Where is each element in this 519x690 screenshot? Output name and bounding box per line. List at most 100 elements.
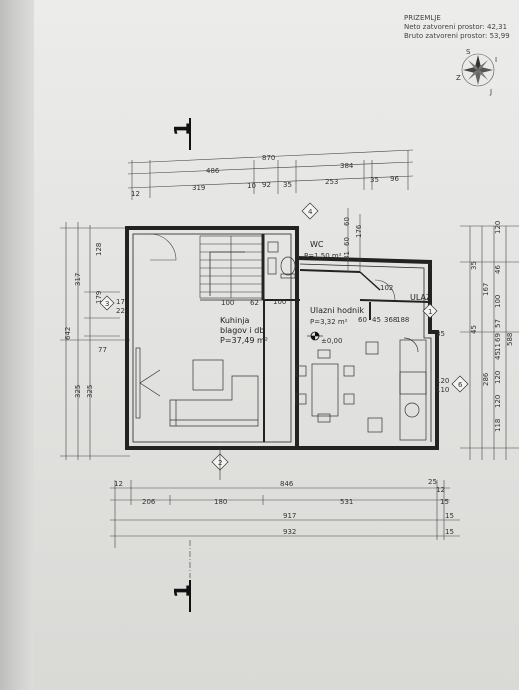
dim-door-w: 179 [116, 298, 129, 306]
dim-right-total-1: 588 [506, 333, 514, 346]
wc-dim-0: 176 [355, 224, 363, 238]
dim-bottom-total1: 917 [283, 512, 296, 520]
dim-top-chain-7: 96 [390, 175, 399, 183]
dim-right-1: 35 [470, 261, 478, 270]
dim-top-chain-2: 10 [247, 182, 256, 190]
wc-dim-3: 81 [343, 251, 351, 260]
dim-bottom-chain1-3: 12 [436, 486, 445, 494]
svg-text:6: 6 [458, 381, 463, 389]
dim-inner-102: 102 [380, 284, 393, 292]
dim-inner-120: 120 [436, 377, 449, 385]
dim-bottom-chain2-2: 531 [340, 498, 353, 506]
dim-top-right: 384 [340, 162, 354, 170]
bruto-area: Bruto zatvoreni prostor: 53,99 [404, 32, 510, 40]
dim-left-small-1: 179 [95, 291, 103, 304]
bottom-dimension-lines [110, 480, 460, 548]
dim-small-2: 368 [384, 316, 397, 324]
dim-top-chain-4: 35 [283, 181, 292, 189]
section-mark-bottom: 1 [170, 540, 194, 612]
dim-right-10: 120 [494, 371, 502, 384]
dim-left-c: 325 [86, 385, 94, 398]
wc-area: P=1,50 m² [304, 252, 342, 260]
window-tag-kitchen: 6 [451, 375, 469, 393]
entry-name: ULAZ [410, 293, 432, 302]
dim-small-1: 45 [372, 316, 381, 324]
dim-right-4: 100 [494, 295, 502, 308]
dim-top-chain-0: 12 [131, 190, 140, 198]
hall-name: Ulazni hodnik [310, 306, 364, 315]
dim-right-7: 45 [494, 351, 502, 360]
wc-dim-1: 60 [343, 217, 351, 226]
window-tag-entry: 1 [422, 303, 438, 319]
dim-inner-100a: 100 [221, 299, 234, 307]
dim-right-11: 120 [494, 395, 502, 408]
compass-letter-z: Z [456, 74, 461, 82]
dim-right-8: 46 [494, 265, 502, 274]
svg-text:1: 1 [428, 308, 432, 316]
compass-letter-s: S [466, 48, 471, 56]
dim-bottom-chain2-3: 15 [440, 498, 449, 506]
dim-top-left: 486 [206, 167, 220, 175]
wc-name: WC [310, 240, 324, 249]
wc-dim-2: 60 [343, 237, 351, 246]
dim-inner-62: 62 [250, 299, 259, 307]
svg-text:4: 4 [308, 208, 313, 216]
dim-inner-60: 60 [358, 316, 367, 324]
dim-right-12: 118 [494, 419, 502, 432]
dim-bottom-chain1-1: 846 [280, 480, 294, 488]
dim-left-small-2: 77 [98, 346, 107, 354]
door-swing-entry [374, 279, 396, 301]
dim-top-chain-3: 92 [262, 181, 271, 189]
dim-small-0: 35 [436, 330, 445, 338]
dim-bottom-total2: 932 [283, 528, 296, 536]
dim-bottom-right-15b: 15 [445, 528, 454, 536]
svg-text:±0,00: ±0,00 [321, 337, 342, 345]
window-tag-wc: 4 [301, 202, 319, 220]
dim-top-chain-1: 319 [192, 184, 205, 192]
furniture-living [135, 347, 259, 427]
svg-text:1: 1 [170, 584, 194, 598]
dim-bottom-chain1-0: 12 [114, 480, 123, 488]
neto-area: Neto zatvoreni prostor: 42,31 [404, 23, 508, 31]
top-dimension-lines [127, 149, 414, 200]
dim-right-2: 45 [470, 325, 478, 334]
kitchen-name: Kuhinja [220, 316, 250, 325]
window-tag-left: 3 [99, 295, 115, 311]
door-swing-kitchen [149, 233, 177, 261]
kitchen-area: P=37,49 m² [220, 336, 268, 345]
compass-letter-i: I [495, 56, 497, 64]
kitchen-counter [365, 337, 427, 441]
right-dimension-lines [460, 225, 519, 460]
dim-top-chain-5: 253 [325, 178, 338, 186]
dim-right-total-0: 286 [482, 372, 490, 386]
compass-rose-icon: S J Z I [456, 48, 497, 96]
dim-right-0: 120 [494, 221, 502, 234]
dim-bottom-right-15a: 15 [445, 512, 454, 520]
dim-inner-100b: 100 [273, 298, 286, 306]
dim-inner-110: 110 [436, 386, 449, 394]
level-marker: ±0,00 [307, 331, 342, 345]
hall-area: P=3,32 m² [310, 318, 348, 326]
compass-letter-j: J [489, 88, 492, 96]
dim-right-3: 167 [482, 283, 490, 296]
wc-fixtures [267, 241, 296, 279]
kitchen-use: blagov i db [220, 326, 264, 335]
dim-left-a: 317 [74, 273, 82, 286]
section-mark-top: 1 [170, 118, 194, 150]
left-dimension-lines [60, 222, 130, 460]
dim-door-h: 220 [116, 307, 129, 315]
dim-left-b: 325 [74, 385, 82, 398]
dim-top-total: 870 [262, 154, 275, 162]
svg-text:1: 1 [170, 122, 194, 136]
exterior-walls [125, 226, 439, 450]
svg-text:3: 3 [105, 300, 109, 308]
dim-right-5: 57 [494, 319, 502, 328]
dim-right-6: 11 [494, 343, 502, 352]
staircase [199, 235, 263, 299]
dim-right-9: 69 [494, 333, 502, 342]
dim-top-chain-6: 35 [370, 176, 379, 184]
dim-bottom-chain1-2: 25 [428, 478, 437, 486]
binder-edge [0, 0, 34, 690]
